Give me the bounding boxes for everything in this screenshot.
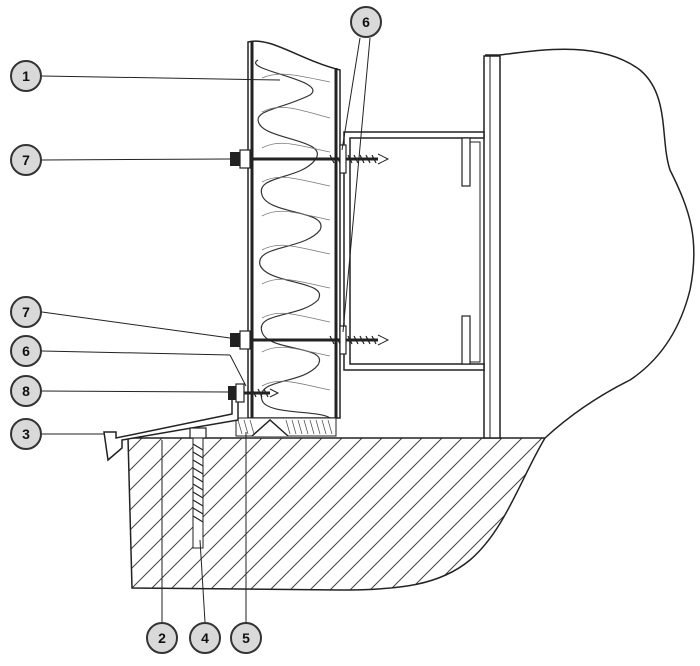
building-structure-outline xyxy=(485,48,695,439)
callout-2: 2 xyxy=(146,622,178,654)
svg-text:5: 5 xyxy=(242,630,250,646)
anchor-bolt xyxy=(189,427,207,549)
svg-text:3: 3 xyxy=(22,426,30,442)
svg-text:2: 2 xyxy=(158,630,166,646)
insulated-panel xyxy=(247,40,341,419)
callout-5: 5 xyxy=(230,622,262,654)
svg-text:4: 4 xyxy=(201,630,209,646)
concrete-foundation xyxy=(127,437,547,591)
callout-7-lower: 7 xyxy=(10,296,42,328)
svg-text:1: 1 xyxy=(22,68,30,84)
svg-text:7: 7 xyxy=(22,304,30,320)
callout-6-left: 6 xyxy=(10,335,42,367)
leader-lines xyxy=(41,37,371,623)
callout-6-top: 6 xyxy=(350,6,382,38)
sealing-foam-strip xyxy=(235,417,337,437)
svg-text:7: 7 xyxy=(22,152,30,168)
svg-text:6: 6 xyxy=(362,14,370,30)
steel-column xyxy=(483,55,501,439)
callout-8: 8 xyxy=(10,375,42,407)
callout-1: 1 xyxy=(10,60,42,92)
callout-4: 4 xyxy=(189,622,221,654)
fastener-base xyxy=(228,383,280,403)
callout-3: 3 xyxy=(10,418,42,450)
svg-text:6: 6 xyxy=(22,343,30,359)
girt-c-section xyxy=(343,131,485,371)
fastener-upper xyxy=(230,144,390,174)
insulation-core xyxy=(255,59,331,418)
svg-text:8: 8 xyxy=(22,383,30,399)
fastener-lower xyxy=(230,325,390,355)
callout-7-upper: 7 xyxy=(10,144,42,176)
